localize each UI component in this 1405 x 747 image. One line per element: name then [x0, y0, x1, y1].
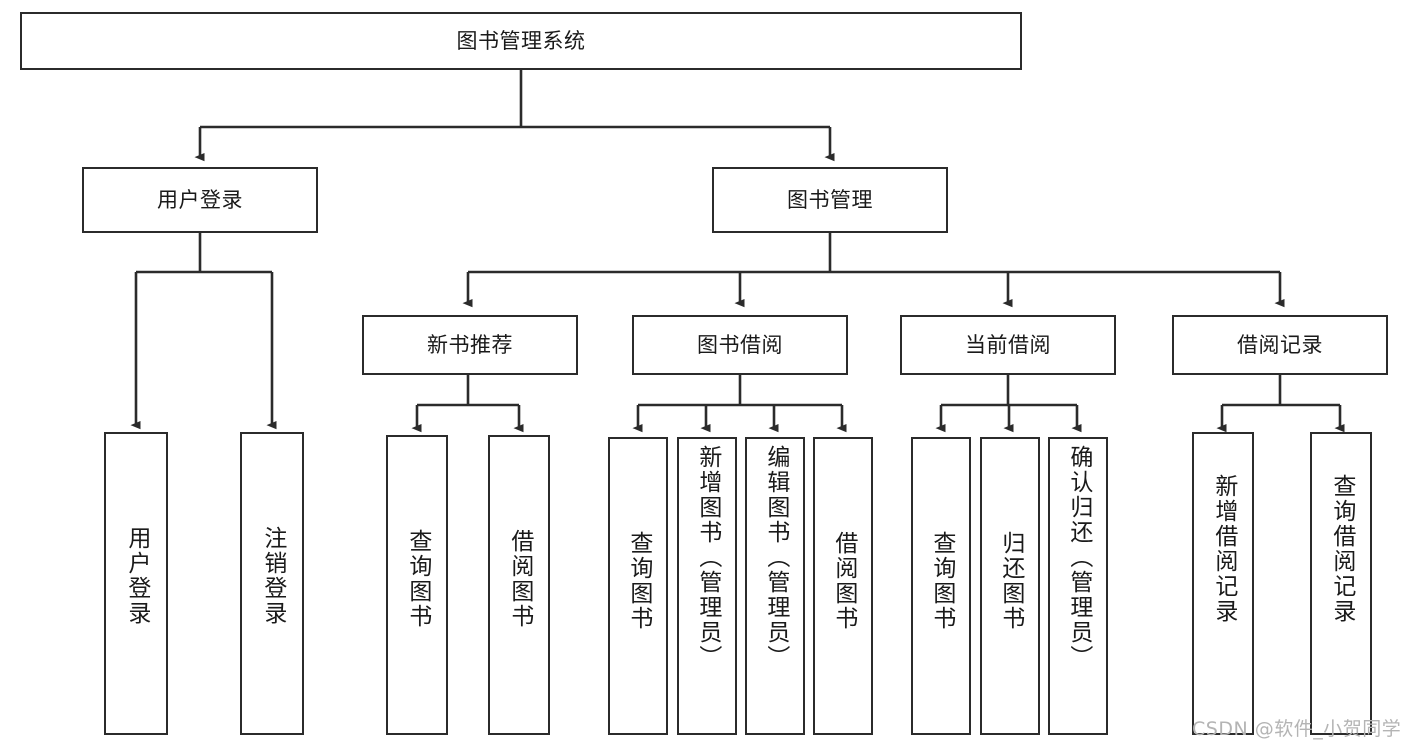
node-book-borrow-label: 图书借阅 — [697, 332, 783, 357]
leaf-user-login-label: 用户登录 — [123, 526, 150, 626]
leaf-borrow-book-recommend-label: 借阅图书 — [506, 529, 533, 629]
leaf-return-book-label: 归还图书 — [997, 531, 1024, 631]
leaf-logout[interactable]: 注销登录 — [240, 432, 304, 735]
leaf-add-borrow-record[interactable]: 新增借阅记录 — [1192, 432, 1254, 735]
leaf-add-book-admin[interactable]: 新增图书（管理员） — [677, 437, 737, 735]
node-user-login-label: 用户登录 — [157, 187, 243, 212]
node-borrow-record[interactable]: 借阅记录 — [1172, 315, 1388, 375]
leaf-query-book-recommend-label: 查询图书 — [404, 529, 431, 629]
node-current-borrow-label: 当前借阅 — [965, 332, 1051, 357]
leaf-query-book-current-label: 查询图书 — [928, 531, 955, 631]
node-current-borrow[interactable]: 当前借阅 — [900, 315, 1116, 375]
leaf-query-book-recommend[interactable]: 查询图书 — [386, 435, 448, 735]
node-new-book-recommend[interactable]: 新书推荐 — [362, 315, 578, 375]
leaf-confirm-return-admin-label: 确认归还（管理员） — [1065, 445, 1092, 670]
leaf-borrow-book[interactable]: 借阅图书 — [813, 437, 873, 735]
leaf-add-book-admin-label: 新增图书（管理员） — [694, 445, 721, 670]
leaf-return-book[interactable]: 归还图书 — [980, 437, 1040, 735]
leaf-query-borrow-record-label: 查询借阅记录 — [1328, 474, 1355, 624]
leaf-query-borrow-record[interactable]: 查询借阅记录 — [1310, 432, 1372, 735]
leaf-borrow-book-label: 借阅图书 — [830, 531, 857, 631]
leaf-borrow-book-recommend[interactable]: 借阅图书 — [488, 435, 550, 735]
node-new-book-recommend-label: 新书推荐 — [427, 332, 513, 357]
node-book-management[interactable]: 图书管理 — [712, 167, 948, 233]
node-user-login[interactable]: 用户登录 — [82, 167, 318, 233]
leaf-query-book[interactable]: 查询图书 — [608, 437, 668, 735]
leaf-add-borrow-record-label: 新增借阅记录 — [1210, 474, 1237, 624]
leaf-user-login[interactable]: 用户登录 — [104, 432, 168, 735]
leaf-query-book-label: 查询图书 — [625, 531, 652, 631]
node-borrow-record-label: 借阅记录 — [1237, 332, 1323, 357]
leaf-logout-label: 注销登录 — [259, 526, 286, 626]
csdn-watermark: CSDN @软件_小贺同学 — [1192, 718, 1402, 740]
leaf-edit-book-admin[interactable]: 编辑图书（管理员） — [745, 437, 805, 735]
leaf-query-book-current[interactable]: 查询图书 — [911, 437, 971, 735]
node-root-label: 图书管理系统 — [456, 28, 586, 53]
leaf-edit-book-admin-label: 编辑图书（管理员） — [762, 445, 789, 670]
node-book-borrow[interactable]: 图书借阅 — [632, 315, 848, 375]
leaf-confirm-return-admin[interactable]: 确认归还（管理员） — [1048, 437, 1108, 735]
node-book-management-label: 图书管理 — [787, 187, 873, 212]
node-root[interactable]: 图书管理系统 — [20, 12, 1022, 70]
